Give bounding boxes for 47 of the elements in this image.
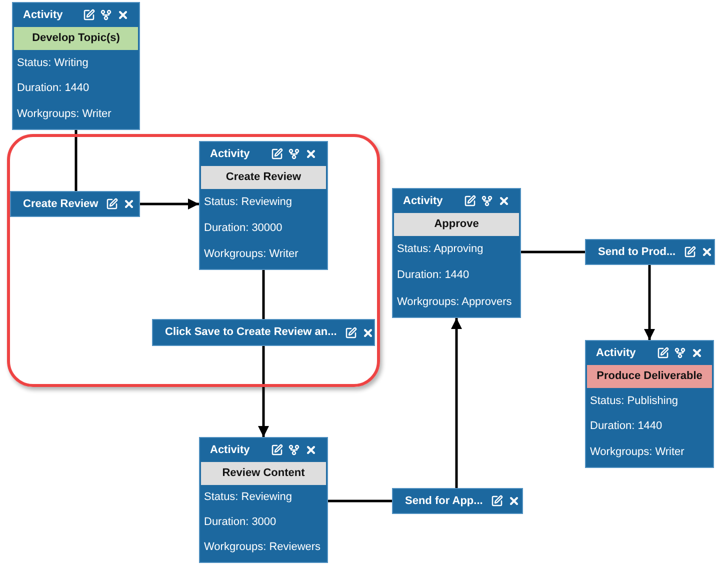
connector-line (74, 130, 78, 191)
transition-label: Create Review (23, 196, 98, 212)
arrow (258, 346, 269, 437)
activity-title: Produce Deliverable (587, 365, 712, 388)
duration-text: Duration: 1440 (590, 419, 664, 434)
status-text: Status: Publishing (590, 394, 680, 409)
transition-label: Click Save to Create Review an... (165, 325, 337, 340)
transition-bar (392, 488, 523, 514)
transition-label: Send to Prod... (598, 244, 676, 260)
activity-title: Approve (394, 213, 519, 236)
status-text: Status: Reviewing (204, 490, 294, 506)
activity-title: Create Review (201, 166, 326, 189)
activity-title: Review Content (201, 462, 326, 485)
connector-line (262, 270, 265, 319)
status-text: Status: Approving (397, 242, 484, 257)
activity-card (199, 437, 328, 563)
duration-text: Duration: 30000 (204, 220, 284, 236)
card-header-text: Activity (210, 442, 250, 458)
duration-text: Duration: 3000 (204, 515, 278, 530)
status-text: Status: Writing (17, 56, 90, 71)
card-header-text: Activity (23, 8, 63, 23)
connector-line (521, 250, 585, 254)
duration-text: Duration: 1440 (397, 268, 470, 284)
card-header-text: Activity (210, 146, 250, 162)
transition-bar (10, 191, 140, 217)
card-header-text: Activity (403, 194, 443, 209)
activity-card (199, 141, 328, 270)
arrow (140, 198, 199, 210)
highlight-frame (7, 134, 380, 387)
workgroups-text: Workgroups: Writer (204, 246, 300, 262)
duration-text: Duration: 1440 (17, 81, 90, 96)
status-text: Status: Reviewing (204, 194, 294, 210)
transition-bar (585, 239, 715, 265)
arrow (451, 318, 462, 488)
transition-label: Send for App... (405, 494, 483, 509)
connector-line (328, 500, 392, 502)
workgroups-text: Workgroups: Writer (17, 106, 112, 122)
workgroups-text: Workgroups: Writer (590, 444, 686, 460)
activity-card (585, 340, 714, 468)
activity-card (392, 188, 521, 318)
transition-bar (152, 319, 375, 346)
workgroups-text: Workgroups: Approvers (397, 294, 513, 310)
arrow (644, 265, 655, 340)
activity-card (12, 2, 140, 130)
workgroups-text: Workgroups: Reviewers (204, 540, 322, 556)
card-header-text: Activity (596, 346, 636, 361)
activity-title: Develop Topic(s) (14, 27, 138, 50)
